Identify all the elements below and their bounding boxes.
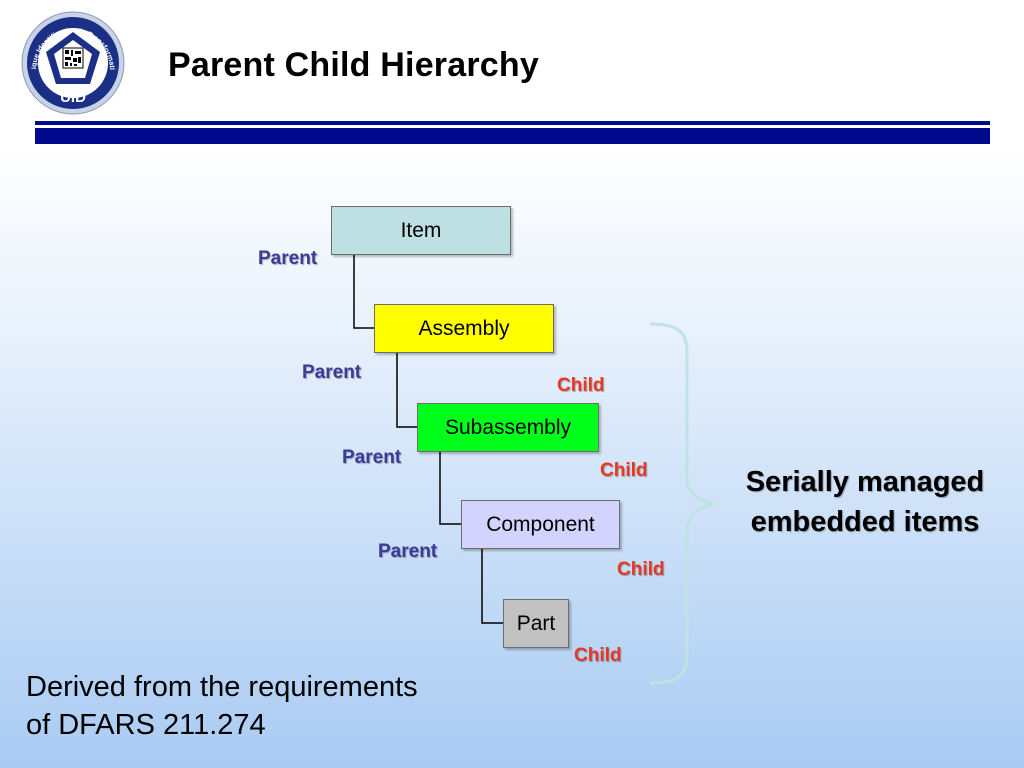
parent-label-subassembly: Parent bbox=[342, 447, 402, 468]
child-label-part: Child bbox=[574, 645, 622, 666]
uid-seal-icon: Unique Identification is Transformation … bbox=[17, 3, 125, 115]
child-label-component: Child bbox=[617, 559, 665, 580]
node-component: Component bbox=[461, 500, 620, 549]
header-rule-thick bbox=[35, 128, 990, 144]
connector-subassembly-component bbox=[439, 452, 461, 525]
connector-component-part bbox=[481, 549, 503, 624]
child-label-subassembly: Child bbox=[600, 460, 648, 481]
footer-line-2: of DFARS 211.274 bbox=[26, 709, 266, 741]
node-subassembly: Subassembly bbox=[417, 403, 599, 452]
bracket-label-line-2: embedded items bbox=[750, 506, 980, 538]
brace-bracket bbox=[649, 322, 716, 685]
node-assembly: Assembly bbox=[374, 304, 554, 353]
connector-assembly-subassembly bbox=[396, 353, 417, 428]
parent-label-item: Parent bbox=[258, 248, 318, 269]
bracket-label-line-1: Serially managed bbox=[745, 466, 985, 498]
page-title: Parent Child Hierarchy bbox=[168, 46, 539, 84]
node-item: Item bbox=[331, 206, 511, 255]
parent-label-assembly: Parent bbox=[302, 362, 362, 383]
connector-item-assembly bbox=[353, 255, 374, 329]
child-label-assembly: Child bbox=[557, 375, 605, 396]
uid-logo: Unique Identification is Transformation … bbox=[17, 3, 126, 116]
header-rule-thin bbox=[35, 121, 990, 125]
bracket-label: Serially managed embedded items bbox=[700, 462, 1024, 542]
footer-note: Derived from the requirements of DFARS 2… bbox=[26, 668, 418, 744]
logo-text: UID bbox=[60, 89, 86, 106]
node-part: Part bbox=[503, 599, 569, 648]
parent-label-component: Parent bbox=[378, 541, 438, 562]
footer-line-1: Derived from the requirements bbox=[26, 671, 418, 703]
